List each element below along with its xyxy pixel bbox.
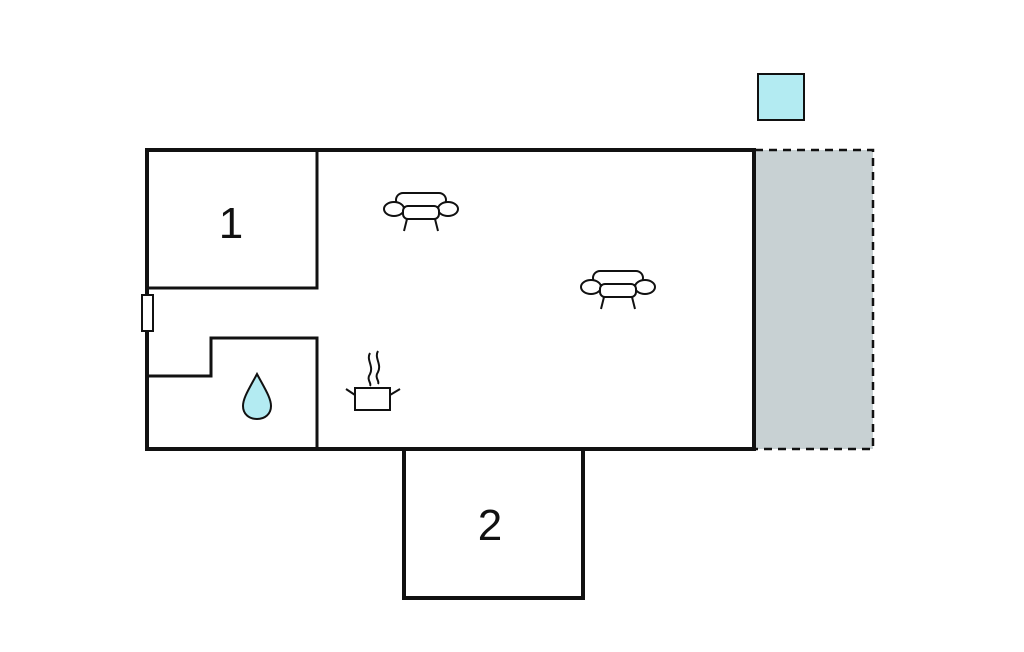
water-drop-icon	[241, 371, 273, 421]
bedroom-1-walls	[147, 150, 319, 290]
bathroom-walls	[149, 336, 319, 449]
bedroom-1-label: 1	[219, 199, 243, 248]
water-legend-square	[757, 73, 805, 121]
window	[141, 294, 154, 332]
cooking-pot-icon	[345, 350, 401, 411]
sofa-icon	[580, 270, 656, 310]
main-outer-wall	[145, 148, 756, 451]
sofa-icon	[383, 192, 459, 232]
terrace-dashed-border	[755, 148, 875, 451]
terrace	[755, 150, 873, 449]
bedroom-2-label: 2	[478, 501, 502, 550]
bedroom-2-walls	[402, 449, 585, 600]
